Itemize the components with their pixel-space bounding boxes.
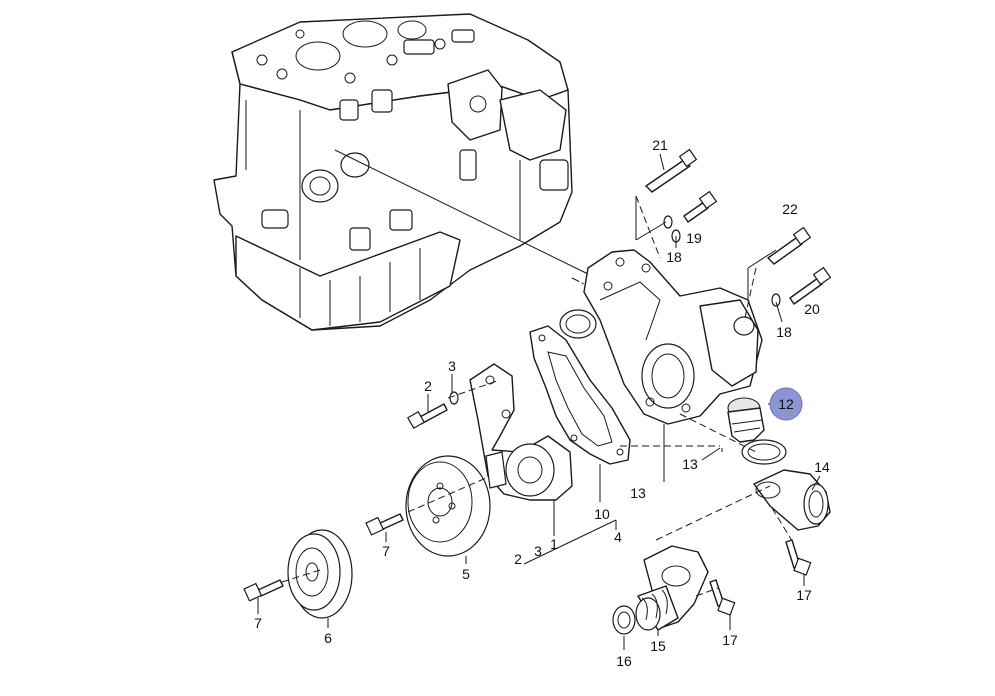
callout-13-lower: 13 bbox=[630, 485, 646, 501]
callout-7-lower: 7 bbox=[254, 615, 262, 631]
callout-10: 10 bbox=[594, 506, 610, 522]
callout-1: 1 bbox=[550, 536, 558, 552]
callout-3-lower: 3 bbox=[534, 543, 542, 559]
bolt-7-lower bbox=[243, 579, 284, 602]
bolt-17-upper bbox=[785, 539, 812, 576]
callout-21: 21 bbox=[652, 137, 668, 153]
bolt-17-lower bbox=[709, 579, 736, 616]
callout-6: 6 bbox=[324, 630, 332, 646]
washer-18-upper bbox=[663, 215, 681, 243]
pump-pulley bbox=[405, 455, 491, 557]
callout-2-upper: 2 bbox=[424, 378, 432, 394]
coolant-connector bbox=[753, 469, 831, 531]
callout-22: 22 bbox=[782, 201, 798, 217]
bolt-21 bbox=[645, 148, 698, 193]
bolt-19 bbox=[683, 190, 718, 223]
callout-5: 5 bbox=[462, 566, 470, 582]
callout-20: 20 bbox=[804, 301, 820, 317]
bolt-2 bbox=[406, 403, 448, 430]
bolt-22 bbox=[767, 226, 812, 265]
callout-3-upper: 3 bbox=[448, 358, 456, 374]
callout-17-lower: 17 bbox=[722, 632, 738, 648]
assembly-lines bbox=[281, 195, 795, 597]
callout-15: 15 bbox=[650, 638, 666, 654]
washer-3 bbox=[449, 391, 459, 405]
callout-16: 16 bbox=[616, 653, 632, 669]
crank-pulley bbox=[287, 529, 353, 619]
thermostat bbox=[727, 397, 765, 443]
upper-o-ring bbox=[559, 309, 597, 339]
coolant-hose-bellows bbox=[635, 585, 679, 631]
alignment-line-housing bbox=[571, 277, 601, 293]
bolt-20 bbox=[789, 266, 832, 305]
thermostat-o-ring bbox=[741, 439, 787, 465]
bolt-7-upper bbox=[365, 513, 404, 536]
leader-lines bbox=[257, 153, 821, 650]
callout-7-upper: 7 bbox=[382, 543, 390, 559]
callout-14: 14 bbox=[814, 459, 830, 475]
washer-18-lower bbox=[771, 293, 781, 307]
callout-12: 12 bbox=[778, 396, 794, 412]
callout-18-upper: 18 bbox=[666, 249, 682, 265]
callout-19: 19 bbox=[686, 230, 702, 246]
pump-housing bbox=[583, 249, 763, 425]
callout-13-upper: 13 bbox=[682, 456, 698, 472]
callout-2-lower: 2 bbox=[514, 551, 522, 567]
seal-ring bbox=[612, 605, 636, 635]
callout-12-highlight[interactable] bbox=[769, 387, 803, 421]
callout-17-upper: 17 bbox=[796, 587, 812, 603]
callout-4: 4 bbox=[614, 529, 622, 545]
coolant-pump bbox=[469, 363, 573, 501]
housing-gasket bbox=[529, 325, 631, 465]
callout-labels: 21 19 18 22 20 18 12 3 2 13 14 13 10 4 1… bbox=[254, 137, 830, 669]
engine-block bbox=[213, 13, 573, 331]
alignment-line-block bbox=[334, 149, 591, 276]
callout-18-lower: 18 bbox=[776, 324, 792, 340]
